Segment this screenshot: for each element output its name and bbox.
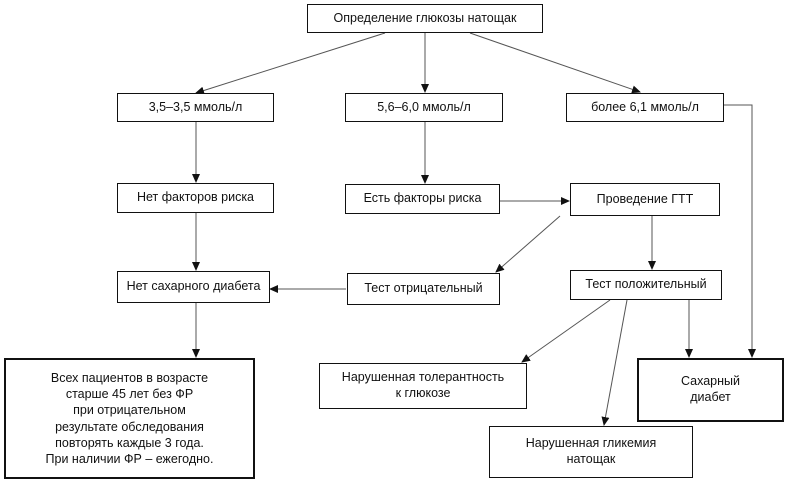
range-low-box: 3,5–3,5 ммоль/л [117, 93, 274, 122]
test-negative-label: Тест отрицательный [364, 281, 483, 296]
impaired-fasting-label: Нарушенная гликемия натощак [525, 436, 657, 466]
gtt-label: Проведение ГТТ [596, 191, 694, 206]
range-mid-label: 5,6–6,0 ммоль/л [377, 99, 471, 114]
range-high-label: более 6,1 ммоль/л [591, 99, 699, 114]
arrow-positive-to-fasting [601, 299, 628, 426]
arrow-positive-to-tolerance [521, 299, 611, 363]
no-diabetes-box: Нет сахарного диабета [117, 271, 270, 303]
no-diabetes-label: Нет сахарного диабета [126, 279, 261, 294]
impaired-tolerance-label: Нарушенная толерантность к глюкозе [341, 370, 505, 400]
risk-factors-box: Есть факторы риска [345, 184, 500, 214]
no-risk-factors-box: Нет факторов риска [117, 183, 274, 213]
no-risk-factors-label: Нет факторов риска [136, 190, 255, 205]
gtt-box: Проведение ГТТ [570, 183, 720, 216]
test-positive-label: Тест положительный [585, 277, 707, 292]
impaired-tolerance-box: Нарушенная толерантность к глюкозе [319, 363, 527, 409]
range-mid-box: 5,6–6,0 ммоль/л [345, 93, 503, 122]
arrow-high-to-diabetes [724, 104, 756, 358]
diabetes-label: Сахарный диабет [680, 374, 740, 404]
screening-advice-text: Всех пациентов в возрасте старше 45 лет … [45, 370, 214, 466]
arrow-gtt-to-negative [495, 215, 561, 273]
range-high-box: более 6,1 ммоль/л [566, 93, 724, 122]
test-negative-box: Тест отрицательный [347, 273, 500, 305]
impaired-fasting-box: Нарушенная гликемия натощак [489, 426, 693, 478]
fasting-glucose-label: Определение глюкозы натощак [333, 10, 517, 25]
diabetes-box: Сахарный диабет [637, 358, 784, 422]
range-low-label: 3,5–3,5 ммоль/л [148, 99, 243, 114]
screening-advice-box: Всех пациентов в возрасте старше 45 лет … [4, 358, 255, 479]
risk-factors-label: Есть факторы риска [363, 191, 482, 206]
fasting-glucose-box: Определение глюкозы натощак [307, 4, 543, 33]
test-positive-box: Тест положительный [570, 270, 722, 300]
arrow-glucose-to-low [195, 32, 386, 95]
arrow-glucose-to-high [469, 32, 641, 94]
